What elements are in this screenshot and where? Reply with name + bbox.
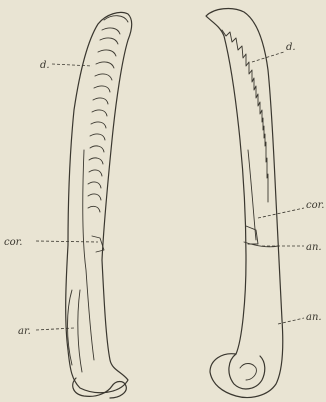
right-jaw-coronoid-process [246,226,258,244]
label-left-articular: ar. [18,326,31,337]
leader-left-cor [36,241,98,242]
right-jaw-inner-groove [248,150,256,240]
leader-right-cor [258,208,304,218]
left-jaw-inner-line [83,150,94,360]
label-right-coronoid: cor. [306,200,324,211]
label-right-angular-1: an. [306,242,322,253]
leader-left-d [52,64,92,66]
label-right-dentary: d. [286,42,296,53]
right-jaw-drawing [206,9,283,398]
labels: d. cor. ar. d. cor. an. an. [4,42,324,337]
right-jaw-outline [206,9,283,398]
right-jaw-knob-detail [240,364,256,381]
left-jaw-drawing [66,12,132,398]
label-left-coronoid: cor. [4,237,22,248]
left-jaw-outline [66,12,132,392]
leader-right-d [252,52,284,62]
label-right-angular-2: an. [306,312,322,323]
right-jaw-articular-knob [229,354,265,389]
label-left-dentary: d. [40,60,50,71]
leader-left-ar [36,328,74,330]
